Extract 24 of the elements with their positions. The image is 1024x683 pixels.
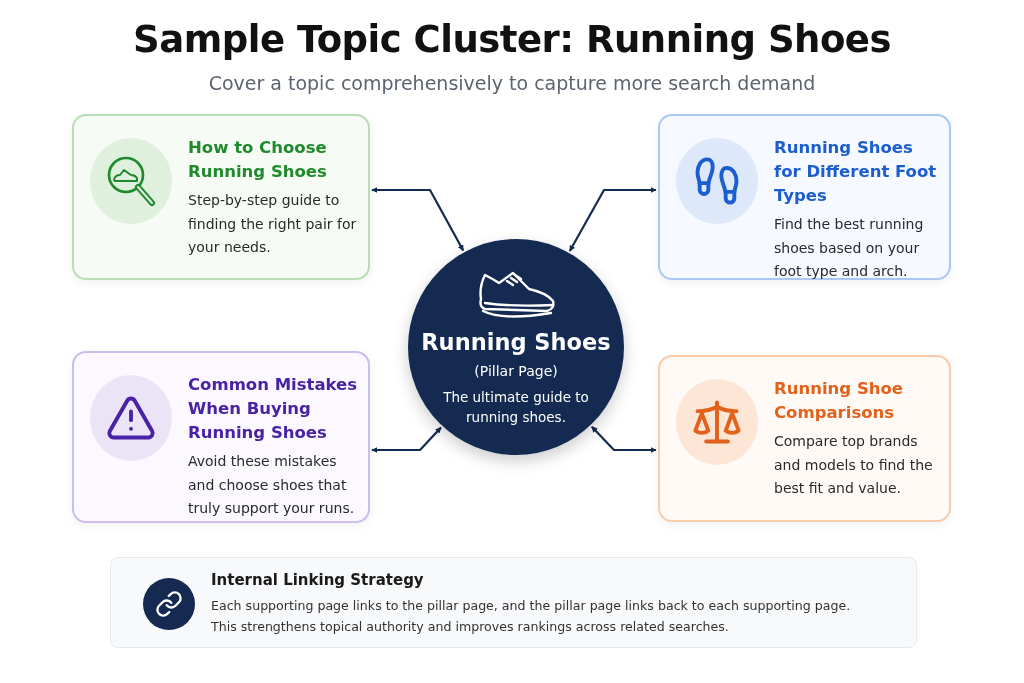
subtitle: Cover a topic comprehensively to capture more search demand: [208, 72, 816, 94]
card-description: Avoid these mistakes and choose shoes that truly support your runs.: [188, 452, 356, 518]
double-arrow: [568, 187, 657, 252]
card-title: How to Choose Running Shoes: [188, 137, 328, 183]
diagram-title: Sample Topic Cluster: Running Shoes: [133, 18, 891, 61]
topic-card: [72, 114, 370, 280]
info-panel: [110, 557, 917, 648]
card-title: Running Shoes for Different Foot Types: [774, 137, 938, 207]
topic-card: [658, 355, 951, 522]
pillar-description: The ultimate guide to running shoes.: [442, 388, 590, 427]
topic-card: [658, 114, 951, 280]
double-arrow: [371, 426, 442, 453]
panel-title: Internal Linking Strategy: [211, 571, 425, 589]
double-arrow: [591, 425, 657, 453]
pillar-subtitle: (Pillar Page): [474, 363, 558, 379]
card-description: Compare top brands and models to find the best fit and value.: [774, 432, 934, 498]
panel-text: Each supporting page links to the pillar page, and the pillar page links back to each supporting page. This strengthens topical authority and improves rankings across related searches.: [211, 597, 852, 636]
pillar-title: Running Shoes: [421, 329, 611, 355]
topic-card: [72, 351, 370, 523]
double-arrow: [371, 187, 465, 252]
card-title: Running Shoe Comparisons: [774, 378, 905, 424]
card-title: Common Mistakes When Buying Running Shoes: [188, 374, 359, 444]
card-description: Find the best running shoes based on your foot type and arch.: [774, 215, 925, 281]
card-description: Step-by-step guide to finding the right pair for your needs.: [188, 191, 358, 257]
